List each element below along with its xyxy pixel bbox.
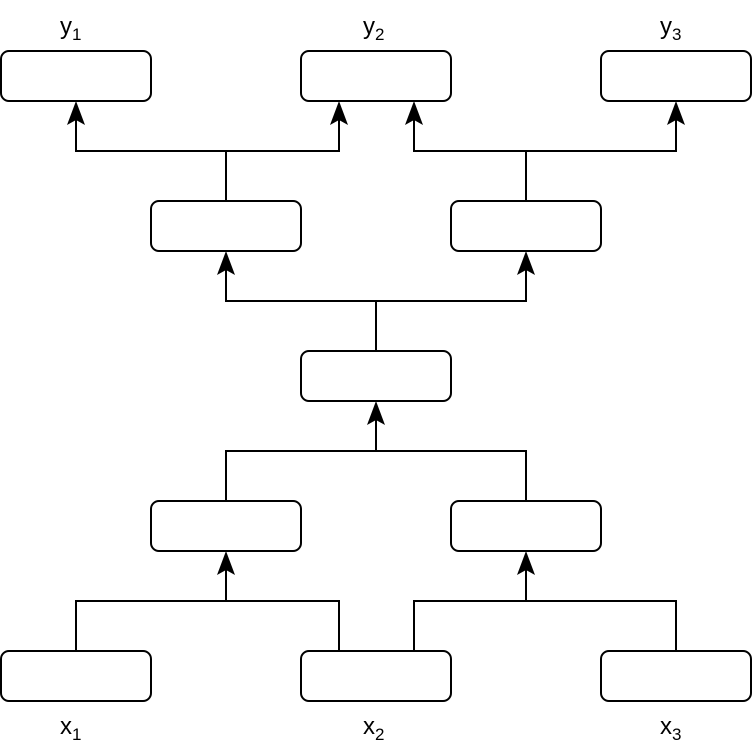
label-y1: y1 — [60, 13, 81, 44]
output-labels: y1 y2 y3 — [60, 13, 681, 44]
connector-center-split — [225, 260, 527, 351]
arrowhead-y3 — [667, 101, 685, 125]
label-y3: y3 — [660, 13, 681, 44]
nodes — [0, 50, 752, 702]
arrowhead-y2-left — [330, 101, 348, 125]
arrowhead-bottom-left — [217, 551, 235, 575]
connector-bottom-pair-to-center — [225, 450, 527, 501]
label-x2: x2 — [363, 713, 384, 744]
arrowhead-y1 — [67, 101, 85, 125]
input-node-x1 — [0, 650, 152, 702]
connectors — [75, 110, 677, 651]
connector-top-left-split — [75, 110, 340, 201]
output-node-y2 — [300, 50, 452, 102]
input-node-x2 — [300, 650, 452, 702]
connector-x1-to-bottom-left — [75, 600, 340, 651]
arrowhead-mid-right — [517, 251, 535, 275]
center-node — [300, 350, 452, 402]
label-x1: x1 — [60, 713, 81, 744]
label-y2: y2 — [363, 13, 384, 44]
output-node-y1 — [0, 50, 152, 102]
encoder-node-right — [450, 500, 602, 552]
connector-top-right-split — [413, 110, 677, 201]
arrowhead-bottom-right — [517, 551, 535, 575]
input-labels: x1 x2 x3 — [60, 713, 681, 744]
arrowhead-center — [367, 401, 385, 425]
output-node-y3 — [600, 50, 752, 102]
decoder-node-left — [150, 200, 302, 252]
arrowheads — [67, 101, 685, 575]
arrowhead-mid-left — [217, 251, 235, 275]
label-x3: x3 — [660, 713, 681, 744]
encoder-node-left — [150, 500, 302, 552]
decoder-node-right — [450, 200, 602, 252]
input-node-x3 — [600, 650, 752, 702]
connector-x2-to-bottom-right — [413, 600, 677, 651]
arrowhead-y2-right — [405, 101, 423, 125]
